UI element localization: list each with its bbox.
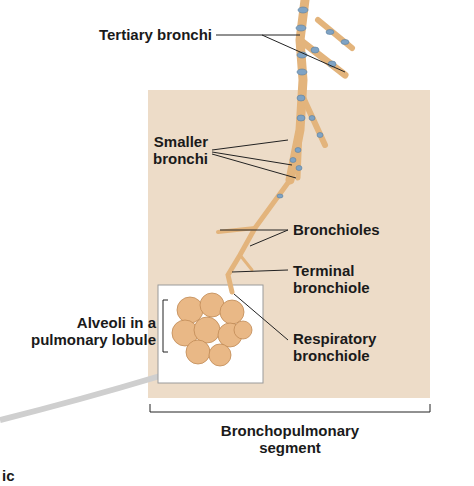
leader-lines — [150, 35, 430, 412]
inset-box — [158, 285, 263, 383]
part-label: Smaller bronchi — [138, 133, 208, 167]
airway-branches — [218, 0, 352, 292]
cartilage-plates — [277, 7, 349, 198]
zoom-curve — [0, 376, 160, 420]
part-label: Terminal bronchiole — [293, 262, 383, 296]
cut-off-label: ic — [2, 467, 42, 484]
part-label: Tertiary bronchi — [72, 26, 212, 43]
region-label: Bronchopulmonary segment — [215, 422, 365, 456]
part-label: Respiratory bronchiole — [293, 330, 393, 364]
alveoli-cluster — [172, 293, 252, 366]
part-label: Bronchioles — [293, 221, 443, 238]
part-label: Alveoli in a pulmonary lobule — [21, 314, 156, 348]
